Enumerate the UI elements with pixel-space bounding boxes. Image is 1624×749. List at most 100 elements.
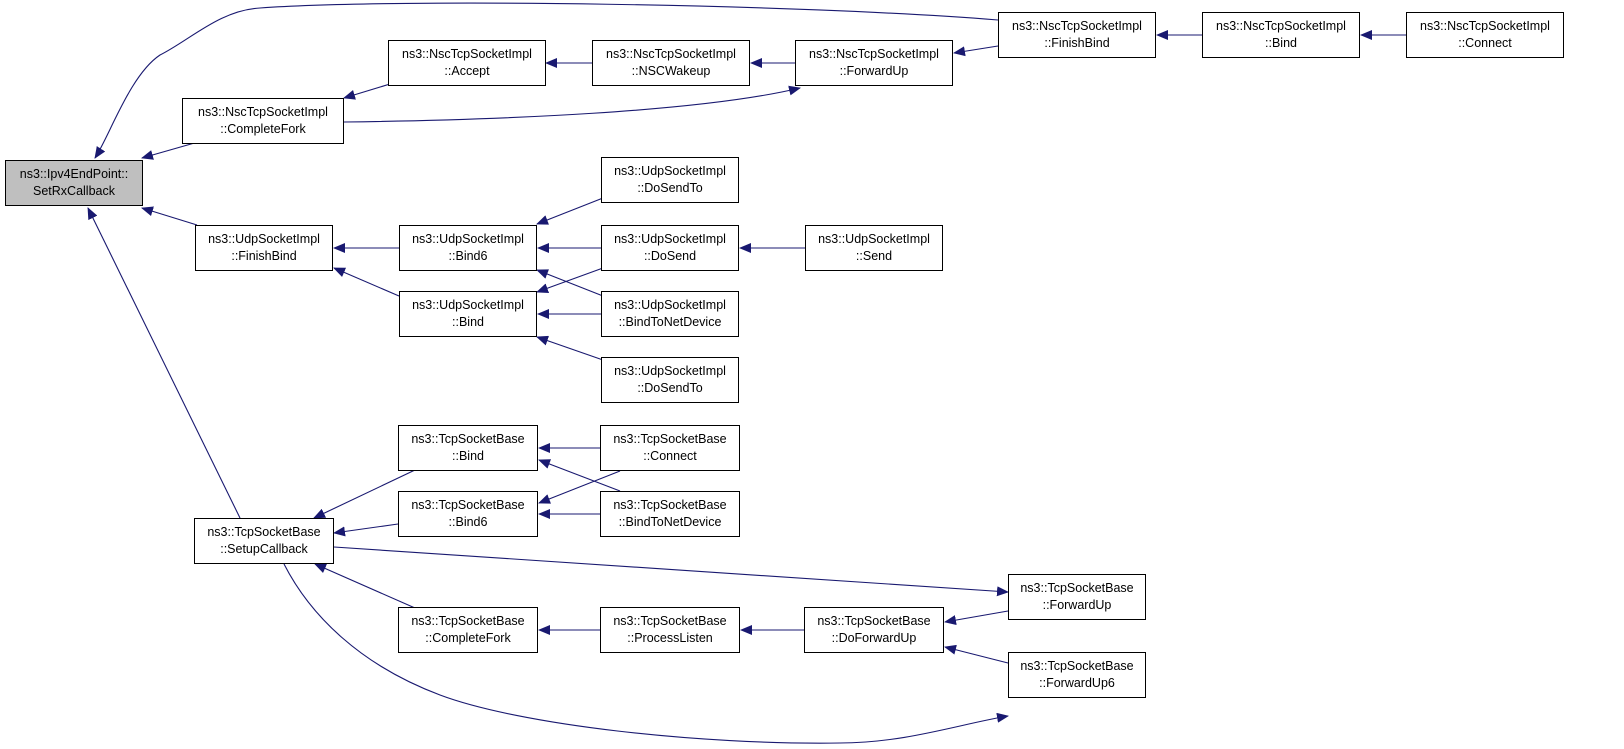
node-label-line2: ::Bind	[452, 449, 484, 463]
node-label-line2: ::Accept	[444, 64, 490, 78]
edge-tcp_connect-to-tcp_bind6	[538, 470, 621, 504]
node-label-line2: ::CompleteFork	[425, 631, 511, 645]
node-label-line2: ::Connect	[643, 449, 697, 463]
node-label-line1: ns3::NscTcpSocketImpl	[402, 47, 532, 61]
node-label-line1: ns3::UdpSocketImpl	[614, 298, 726, 312]
node-label-line1: ns3::Ipv4EndPoint::	[19, 167, 129, 181]
node-label-line2: ::Bind	[1265, 36, 1297, 50]
edge-udp_bind-to-udp_finishbind	[333, 267, 400, 297]
node-nsc-forwardup[interactable]: ns3::NscTcpSocketImpl::ForwardUp	[795, 40, 953, 86]
edge-tcp_setupcallback-to-tcp_forwardup6	[283, 563, 1009, 744]
node-udp-dosendto-a[interactable]: ns3::UdpSocketImpl::DoSendTo	[601, 157, 739, 203]
node-ipv4-setrx[interactable]: ns3::Ipv4EndPoint::SetRxCallback	[5, 160, 143, 206]
node-label-line1: ns3::NscTcpSocketImpl	[1216, 19, 1346, 33]
edge-tcp_bindtonetdevice-to-tcp_bind	[538, 459, 621, 492]
node-label-line2: ::DoSend	[643, 249, 697, 263]
node-label-line1: ns3::UdpSocketImpl	[208, 232, 320, 246]
node-label-line2: ::Send	[855, 249, 893, 263]
node-tcp-doforwardup[interactable]: ns3::TcpSocketBase::DoForwardUp	[804, 607, 944, 653]
node-label-line2: ::ForwardUp6	[1039, 676, 1115, 690]
node-label-line1: ns3::TcpSocketBase	[1020, 659, 1134, 673]
node-udp-bind6[interactable]: ns3::UdpSocketImpl::Bind6	[399, 225, 537, 271]
node-label-line1: ns3::TcpSocketBase	[207, 525, 321, 539]
node-tcp-forwardup[interactable]: ns3::TcpSocketBase::ForwardUp	[1008, 574, 1146, 620]
edge-udp_dosendto_b-to-udp_bind	[536, 335, 604, 361]
node-nsc-accept[interactable]: ns3::NscTcpSocketImpl::Accept	[388, 40, 546, 86]
node-label-line2: ::DoSendTo	[637, 181, 703, 195]
node-label-line1: ns3::TcpSocketBase	[817, 614, 931, 628]
node-udp-finishbind[interactable]: ns3::UdpSocketImpl::FinishBind	[195, 225, 333, 271]
node-label-line1: ns3::NscTcpSocketImpl	[198, 105, 328, 119]
node-label-line1: ns3::TcpSocketBase	[613, 614, 727, 628]
node-label-line2: ::Bind6	[448, 249, 488, 263]
node-nsc-bind[interactable]: ns3::NscTcpSocketImpl::Bind	[1202, 12, 1360, 58]
edge-tcp_completefork-to-tcp_setupcallback	[314, 563, 416, 609]
node-label-line2: ::ForwardUp	[1042, 598, 1112, 612]
node-nsc-completefork[interactable]: ns3::NscTcpSocketImpl::CompleteFork	[182, 98, 344, 144]
edge-tcp_bind6-to-tcp_setupcallback	[333, 523, 399, 537]
edge-tcp_setupcallback-to-ipv4_setrx	[87, 207, 241, 519]
node-label-line2: ::DoForwardUp	[831, 631, 917, 645]
edge-udp_dosend-to-udp_bind	[536, 267, 604, 293]
edge-nsc_finishbind-to-ipv4_setrx	[94, 2, 999, 159]
node-label-line1: ns3::UdpSocketImpl	[818, 232, 930, 246]
node-label-line2: ::BindToNetDevice	[618, 315, 722, 329]
node-tcp-completefork[interactable]: ns3::TcpSocketBase::CompleteFork	[398, 607, 538, 653]
node-tcp-bind6[interactable]: ns3::TcpSocketBase::Bind6	[398, 491, 538, 537]
node-tcp-forwardup6[interactable]: ns3::TcpSocketBase::ForwardUp6	[1008, 652, 1146, 698]
node-nsc-connect[interactable]: ns3::NscTcpSocketImpl::Connect	[1406, 12, 1564, 58]
node-tcp-bindtonetdevice[interactable]: ns3::TcpSocketBase::BindToNetDevice	[600, 491, 740, 537]
edge-udp_bindtonetdevice-to-udp_bind6	[536, 269, 604, 297]
node-label-line2: ::Bind6	[448, 515, 488, 529]
node-label-line1: ns3::TcpSocketBase	[613, 432, 727, 446]
node-label-line2: ::BindToNetDevice	[618, 515, 722, 529]
edge-tcp_forwardup6-to-tcp_doforwardup	[944, 644, 1009, 664]
edge-nsc_completefork-to-ipv4_setrx	[141, 141, 199, 160]
node-label-line1: ns3::UdpSocketImpl	[412, 232, 524, 246]
edge-tcp_bind-to-tcp_setupcallback	[313, 469, 416, 519]
edge-nsc_accept-to-nsc_completefork	[343, 83, 391, 100]
node-label-line2: ::ForwardUp	[839, 64, 909, 78]
node-label-line2: ::FinishBind	[1044, 36, 1110, 50]
node-udp-bind[interactable]: ns3::UdpSocketImpl::Bind	[399, 291, 537, 337]
node-label-line1: ns3::TcpSocketBase	[411, 432, 525, 446]
node-label-line2: ::SetupCallback	[220, 542, 308, 556]
node-label-line1: ns3::UdpSocketImpl	[614, 164, 726, 178]
node-udp-dosendto-b[interactable]: ns3::UdpSocketImpl::DoSendTo	[601, 357, 739, 403]
node-label-line1: ns3::TcpSocketBase	[1020, 581, 1134, 595]
edge-udp_finishbind-to-ipv4_setrx	[141, 206, 198, 226]
node-label-line1: ns3::UdpSocketImpl	[412, 298, 524, 312]
node-label-line1: ns3::UdpSocketImpl	[614, 232, 726, 246]
node-label-line1: ns3::NscTcpSocketImpl	[1420, 19, 1550, 33]
edge-nsc_finishbind-to-nsc_forwardup	[953, 45, 999, 57]
node-label-line1: ns3::NscTcpSocketImpl	[606, 47, 736, 61]
edge-tcp_forwardup-to-tcp_doforwardup	[944, 610, 1009, 626]
node-udp-dosend[interactable]: ns3::UdpSocketImpl::DoSend	[601, 225, 739, 271]
node-label-line1: ns3::UdpSocketImpl	[614, 364, 726, 378]
node-tcp-processlisten[interactable]: ns3::TcpSocketBase::ProcessListen	[600, 607, 740, 653]
node-tcp-setupcallback[interactable]: ns3::TcpSocketBase::SetupCallback	[194, 518, 334, 564]
node-nsc-nscwakeup[interactable]: ns3::NscTcpSocketImpl::NSCWakeup	[592, 40, 750, 86]
node-label-line1: ns3::TcpSocketBase	[613, 498, 727, 512]
edge-nsc_forwardup-to-nsc_completefork	[343, 85, 801, 123]
node-tcp-connect[interactable]: ns3::TcpSocketBase::Connect	[600, 425, 740, 471]
node-label-line2: ::DoSendTo	[637, 381, 703, 395]
node-label-line1: ns3::NscTcpSocketImpl	[809, 47, 939, 61]
node-label-line2: ::NSCWakeup	[631, 64, 711, 78]
node-label-line1: ns3::TcpSocketBase	[411, 498, 525, 512]
edge-tcp_setupcallback-to-tcp_forwardup	[333, 546, 1009, 597]
edge-udp_dosendto_a-to-udp_bind6	[536, 197, 604, 225]
node-label-line2: ::Bind	[452, 315, 484, 329]
node-label-line2: ::CompleteFork	[220, 122, 306, 136]
node-udp-bindtonetdevice[interactable]: ns3::UdpSocketImpl::BindToNetDevice	[601, 291, 739, 337]
node-label-line2: ::FinishBind	[231, 249, 297, 263]
node-label-line1: ns3::NscTcpSocketImpl	[1012, 19, 1142, 33]
node-nsc-finishbind[interactable]: ns3::NscTcpSocketImpl::FinishBind	[998, 12, 1156, 58]
node-tcp-bind[interactable]: ns3::TcpSocketBase::Bind	[398, 425, 538, 471]
node-label-line1: ns3::TcpSocketBase	[411, 614, 525, 628]
node-label-line2: SetRxCallback	[33, 184, 115, 198]
node-label-line2: ::Connect	[1458, 36, 1512, 50]
node-udp-send[interactable]: ns3::UdpSocketImpl::Send	[805, 225, 943, 271]
